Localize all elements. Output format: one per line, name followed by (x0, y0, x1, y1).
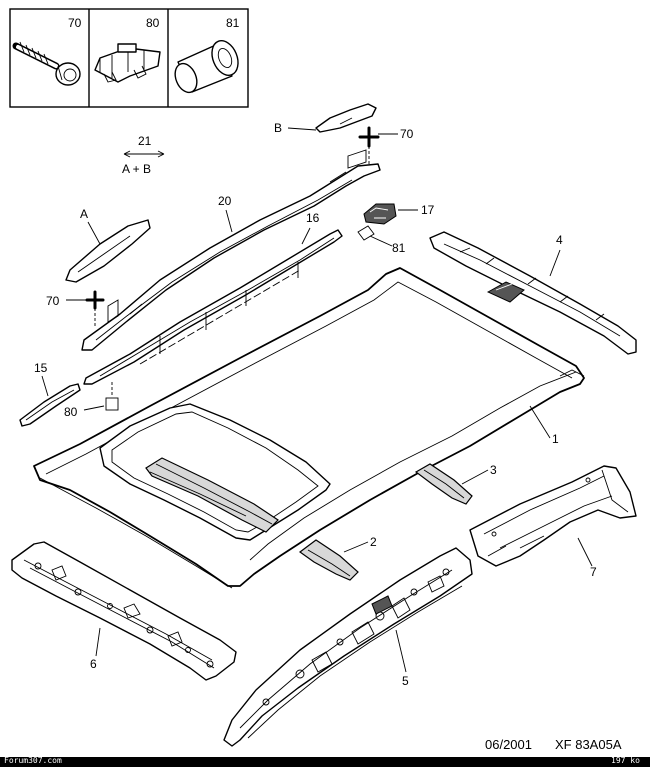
label-80: 80 (64, 405, 78, 419)
roof-bow-front: 2 (298, 535, 377, 581)
assembly-note: 21 A + B (122, 134, 165, 176)
label-81: 81 (392, 241, 406, 255)
label-70-top: 70 (400, 127, 414, 141)
clip-icon (94, 43, 161, 83)
label-17: 17 (421, 203, 435, 217)
label-6: 6 (90, 657, 97, 671)
trim-strip: 16 (83, 211, 343, 396)
rear-roof-crossmember: 4 (429, 231, 637, 355)
label-5: 5 (402, 674, 409, 688)
rear-reinforcement: 7 (469, 465, 637, 579)
label-3: 3 (490, 463, 497, 477)
footer-size: 197 ko (611, 756, 640, 765)
footer-date: 06/2001 (485, 737, 532, 752)
roof-panel: 1 (33, 267, 585, 589)
end-cap-b: B (274, 103, 377, 135)
rain-strip: 15 (19, 361, 81, 427)
front-roof-header: 6 (11, 541, 237, 681)
roof-rail: 20 (81, 163, 381, 351)
label-b: B (274, 121, 282, 135)
label-4: 4 (556, 233, 563, 247)
screw-marker-left: 70 (46, 290, 119, 326)
legend-num-clip: 80 (146, 16, 160, 30)
roof-bow-rear: 3 (414, 463, 497, 505)
label-15: 15 (34, 361, 48, 375)
assembly-ref-label: 21 (138, 134, 152, 148)
label-7: 7 (590, 565, 597, 579)
footer-bar: Forum307.com 197 ko (0, 756, 650, 767)
footer-site: Forum307.com (4, 756, 62, 765)
end-cap-a: A (65, 207, 151, 283)
legend-num-rivet: 81 (226, 16, 240, 30)
side-roof-rail: 5 (223, 547, 473, 747)
rivet-81: 81 (357, 225, 406, 255)
label-70-left: 70 (46, 294, 60, 308)
assembly-text-label: A + B (122, 162, 151, 176)
label-a: A (80, 207, 88, 221)
rivet-icon (174, 40, 239, 94)
clip-80: 80 (64, 397, 119, 419)
label-2: 2 (370, 535, 377, 549)
footer-ref: XF 83A05A (555, 737, 622, 752)
screw-icon (12, 41, 81, 86)
label-1: 1 (552, 432, 559, 446)
clip-17: 17 (363, 203, 435, 225)
screw-marker-top: 70 (347, 126, 414, 169)
label-16: 16 (306, 211, 320, 225)
legend-num-screw: 70 (68, 16, 82, 30)
label-20: 20 (218, 194, 232, 208)
fastener-legend: 70 80 81 (9, 8, 249, 108)
